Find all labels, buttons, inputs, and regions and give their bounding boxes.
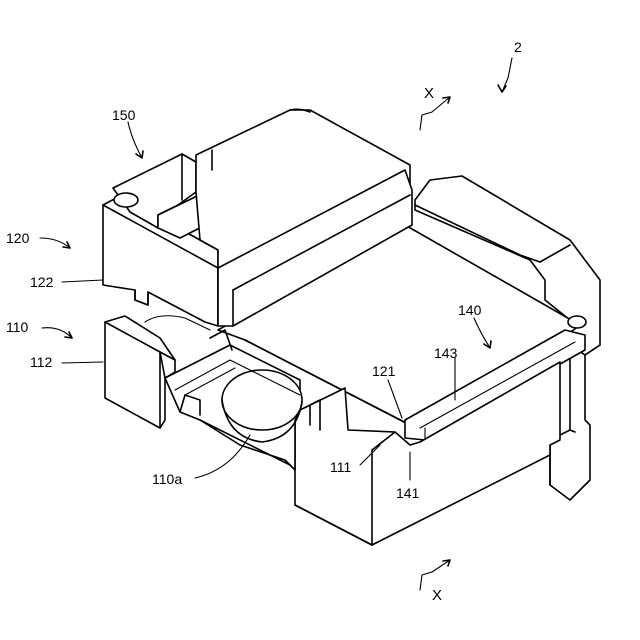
label-120: 120 [6,230,30,246]
label-121: 121 [372,363,396,379]
section-mark-bottom: X [432,587,442,604]
label-141: 141 [396,485,420,501]
label-111: 111 [330,459,351,475]
section-mark-top: X [424,85,434,102]
label-122: 122 [30,274,54,290]
label-110a: 110a [152,471,182,487]
label-112: 112 [30,354,53,370]
left-lower-block [105,316,175,428]
label-150: 150 [112,107,136,123]
label-140: 140 [458,302,482,318]
label-143: 143 [434,345,458,361]
label-110: 110 [6,319,29,335]
label-assembly: 2 [514,39,522,55]
